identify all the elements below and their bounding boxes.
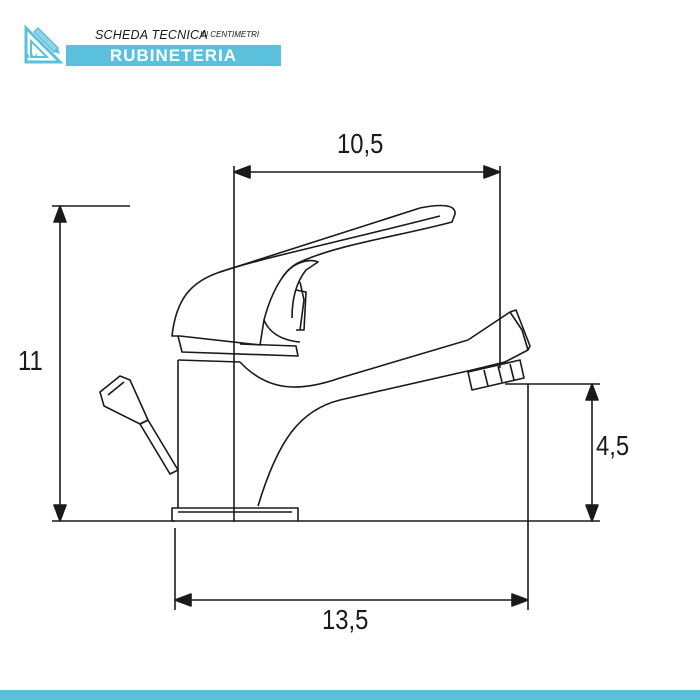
dimension-lines	[52, 165, 600, 610]
dimension-spout-height: 4,5	[596, 430, 630, 461]
footer-bar	[0, 690, 700, 700]
dimension-width-base: 13,5	[322, 604, 369, 635]
header: SCHEDA TECNICA IN CENTIMETRI RUBINETERIA	[22, 24, 281, 68]
category-label: RUBINETERIA	[109, 46, 238, 65]
sheet-title: SCHEDA TECNICA	[95, 28, 208, 42]
dimension-width-top: 10,5	[337, 128, 384, 159]
units-note: IN CENTIMETRI	[200, 30, 260, 39]
category-banner: RUBINETERIA	[66, 45, 281, 66]
faucet-outline	[99, 204, 531, 522]
dimension-height: 11	[18, 345, 43, 376]
pencil-ruler-icon	[24, 24, 64, 64]
